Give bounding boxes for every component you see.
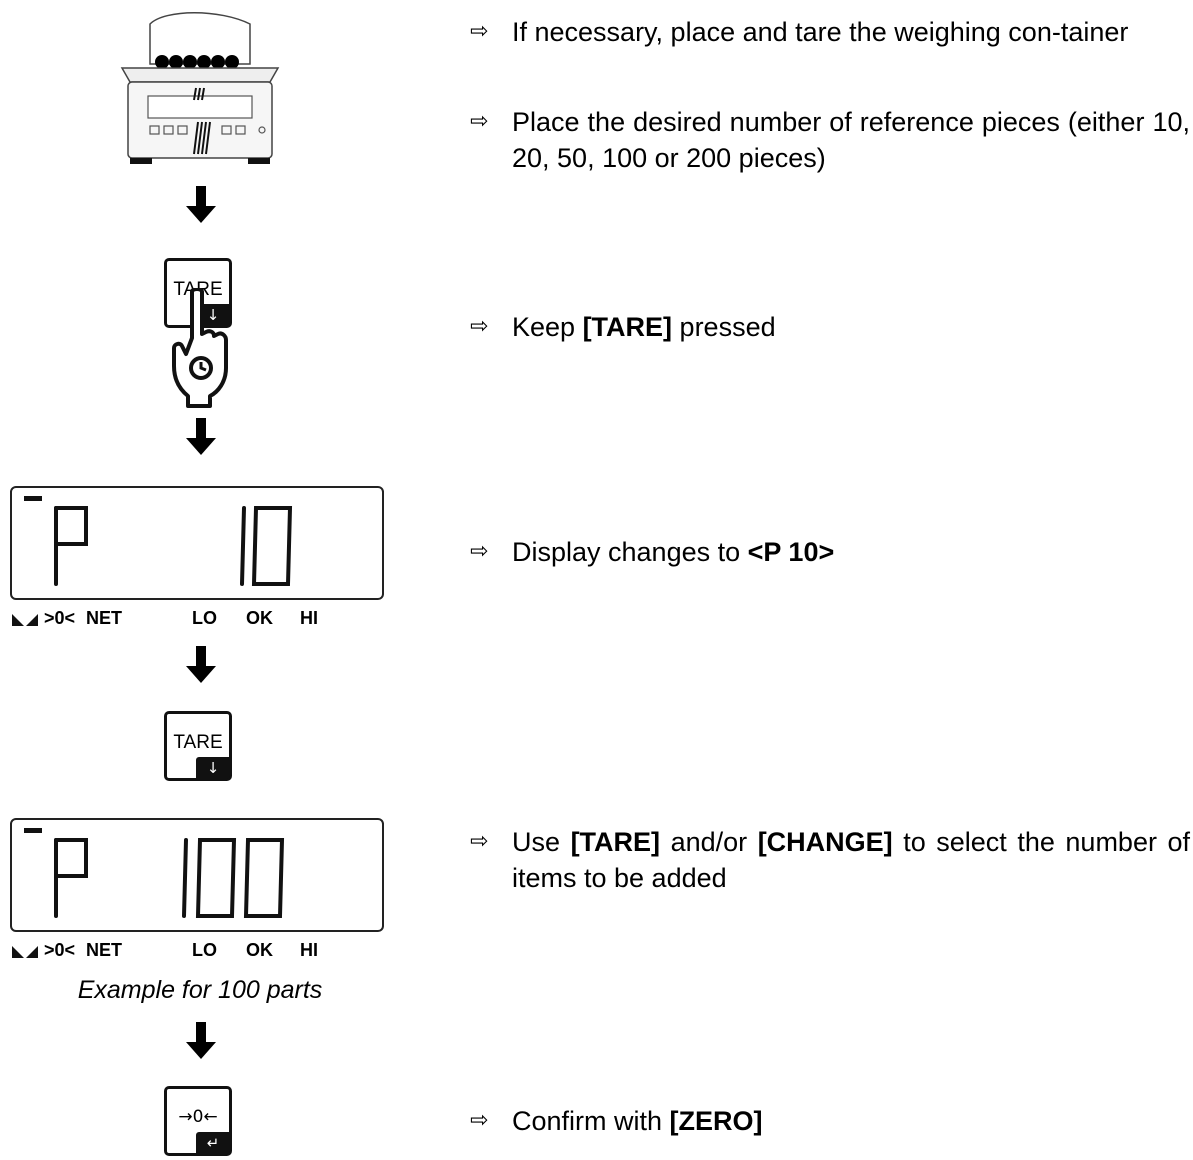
right-arrow-icon: ⇨ (470, 19, 489, 44)
key-reference: [ZERO] (669, 1106, 763, 1136)
down-arrow-icon (186, 418, 216, 455)
right-arrow-icon: ⇨ (470, 539, 489, 564)
right-arrow-icon: ⇨ (470, 1108, 489, 1133)
zero-key[interactable]: →0← ↵ (164, 1086, 232, 1156)
step-select-items: ⇨ Use [TARE] and/or [CHANGE] to select t… (470, 824, 1190, 896)
lo-annunciator: LO (192, 608, 217, 628)
step-text: Use [TARE] and/or [CHANGE] to select the… (512, 827, 1191, 893)
step-text: If necessary, place and tare the weighin… (512, 17, 1129, 47)
enter-icon: ↵ (196, 1132, 230, 1154)
zero-key-label: →0← (178, 1107, 218, 1127)
arrow-down-icon: ↓ (196, 757, 230, 779)
step-tare-container: ⇨ If necessary, place and tare the weigh… (470, 14, 1190, 50)
key-reference: [TARE] (582, 312, 673, 342)
down-arrow-icon (186, 646, 216, 683)
right-arrow-icon: ⇨ (470, 314, 489, 339)
step-text: Place the desired number of reference pi… (512, 107, 1190, 173)
annunciator-row: >0< NET LO OK HI (12, 940, 392, 964)
tare-key-label: TARE (173, 732, 223, 753)
step-text: Keep [TARE] pressed (512, 312, 776, 342)
example-caption: Example for 100 parts (77, 976, 323, 1004)
hi-annunciator: HI (300, 940, 318, 960)
net-annunciator: NET (86, 940, 122, 960)
lcd-display-p10: P 10 (10, 486, 384, 600)
ok-annunciator: OK (246, 608, 273, 628)
step-confirm-zero: ⇨ Confirm with [ZERO] (470, 1103, 1190, 1139)
lcd-display-p100: P 100 (10, 818, 384, 932)
zero-annunciator: >0< (44, 940, 76, 960)
arrow-down-icon: ↓ (196, 304, 230, 326)
step-text: Confirm with [ZERO] (512, 1106, 763, 1136)
zero-annunciator: >0< (44, 608, 76, 628)
step-place-reference: ⇨ Place the desired number of reference … (470, 104, 1190, 176)
pressing-hand-icon (172, 288, 228, 408)
ok-annunciator: OK (246, 940, 273, 960)
scale-illustration (120, 12, 280, 164)
down-arrow-icon (186, 1022, 216, 1059)
stability-icon (12, 614, 38, 626)
tare-key[interactable]: TARE ↓ (164, 711, 232, 781)
right-arrow-icon: ⇨ (470, 109, 489, 134)
stability-icon (12, 946, 38, 958)
annunciator-row: >0< NET LO OK HI (12, 608, 392, 632)
key-reference: [CHANGE] (757, 827, 893, 857)
step-text: Display changes to <P 10> (512, 537, 835, 567)
right-arrow-icon: ⇨ (470, 829, 489, 854)
key-reference: [TARE] (570, 827, 661, 857)
net-annunciator: NET (86, 608, 122, 628)
down-arrow-icon (186, 186, 216, 223)
step-display-changes: ⇨ Display changes to <P 10> (470, 534, 1190, 570)
hi-annunciator: HI (300, 608, 318, 628)
display-reference: <P 10> (747, 537, 835, 567)
step-keep-tare: ⇨ Keep [TARE] pressed (470, 309, 1190, 345)
lo-annunciator: LO (192, 940, 217, 960)
